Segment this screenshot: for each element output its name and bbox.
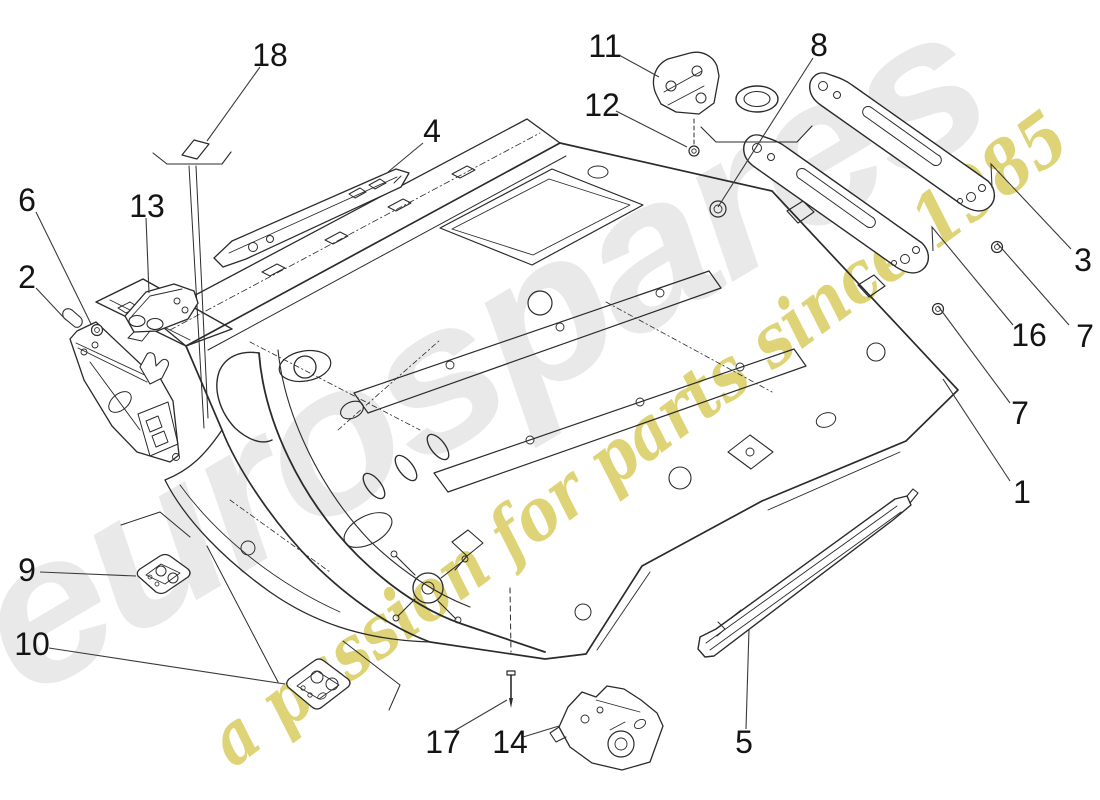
leader-7a xyxy=(996,242,1070,326)
plate-part-10 xyxy=(286,658,351,710)
chassis-artwork xyxy=(62,51,1004,771)
leader-lines xyxy=(35,54,1072,738)
nut-part-6 xyxy=(90,323,104,337)
callout-9: 9 xyxy=(18,552,36,588)
weld-dash-line xyxy=(337,339,441,431)
leader-1 xyxy=(942,378,1011,482)
edge-tab xyxy=(857,274,886,298)
shelf-recess-inner xyxy=(451,178,631,256)
tunnel-finger-slot xyxy=(426,433,450,461)
floor-hole xyxy=(668,466,692,490)
callout-1: 1 xyxy=(1013,474,1031,510)
leader-2 xyxy=(35,287,67,321)
leader-11 xyxy=(618,54,660,78)
sill-part-5 xyxy=(697,488,919,658)
tunnel-finger-slot xyxy=(362,472,386,500)
leader-10 xyxy=(48,647,286,685)
leader-18 xyxy=(206,66,261,142)
grommet-hole xyxy=(709,200,727,218)
bolt-part-7b xyxy=(931,302,945,316)
leader-6 xyxy=(35,211,92,325)
leader-7b xyxy=(937,305,1011,404)
cross-brace-part-16 xyxy=(743,134,930,274)
shelf-recess xyxy=(439,168,644,266)
leader-3 xyxy=(990,162,1072,250)
bracket-part-2 xyxy=(62,308,180,463)
floor-hole xyxy=(574,603,592,621)
leader-8 xyxy=(717,57,814,208)
bulkhead-pocket xyxy=(451,165,476,179)
bulkhead-pocket xyxy=(324,231,349,245)
edge-bracket xyxy=(727,434,774,470)
bulkhead-pocket xyxy=(387,198,412,212)
plate-part-9 xyxy=(136,553,191,595)
weld-dash-line xyxy=(169,132,541,331)
tunnel-oval-recess xyxy=(343,512,393,548)
leader-4 xyxy=(387,142,424,173)
bracket-part-14 xyxy=(549,685,664,771)
tunnel-finger-slot xyxy=(394,454,418,482)
callout-17: 17 xyxy=(425,724,461,760)
linkage-cluster xyxy=(390,529,484,624)
callout-2: 2 xyxy=(18,259,36,295)
bracket-part-11 xyxy=(652,51,720,115)
callouts: 1 2 3 4 5 6 7 7 8 9 10 11 12 13 14 16 17… xyxy=(14,27,1094,760)
bulkhead-pocket xyxy=(261,263,286,277)
bolt-part-7a xyxy=(990,240,1004,254)
floor-hole xyxy=(527,290,553,316)
grommet-part-8 xyxy=(700,85,813,143)
leader-14 xyxy=(522,725,560,738)
callout-14: 14 xyxy=(492,724,528,760)
floor-flange-lines xyxy=(596,451,901,651)
pin-part-17 xyxy=(506,587,516,708)
floor-ridge-line xyxy=(207,155,567,351)
position-connectors xyxy=(120,511,401,711)
rail-part-4 xyxy=(213,168,410,268)
leader-13 xyxy=(145,217,150,294)
grommet-hole-inner xyxy=(713,204,723,214)
clip-part-2 xyxy=(62,308,83,328)
leader-12 xyxy=(615,110,688,148)
shelf-hole xyxy=(587,165,609,179)
leader-5 xyxy=(745,628,750,730)
leader-9 xyxy=(39,571,137,577)
callout-3: 3 xyxy=(1074,242,1092,278)
cross-brace-part-3 xyxy=(809,72,996,212)
callout-16: 16 xyxy=(1011,317,1047,353)
callout-18: 18 xyxy=(252,37,288,73)
callout-8: 8 xyxy=(810,27,828,63)
callout-13: 13 xyxy=(129,188,165,224)
seat-crossmember-front xyxy=(353,270,722,414)
edge-bracket-hole xyxy=(745,447,755,457)
callout-10: 10 xyxy=(14,626,50,662)
bolt-part-12 xyxy=(688,118,700,157)
callout-7b: 7 xyxy=(1011,395,1029,431)
callout-11: 11 xyxy=(588,28,621,64)
callout-12: 12 xyxy=(584,87,620,123)
callout-5: 5 xyxy=(735,724,753,760)
floor-slot xyxy=(815,412,837,428)
edge-tab xyxy=(786,200,815,224)
callout-6: 6 xyxy=(18,182,36,218)
weld-dash-line xyxy=(249,341,421,431)
front-apron xyxy=(164,429,431,643)
seat-crossmember-rear xyxy=(433,348,807,493)
floor-hole xyxy=(866,342,886,362)
leader-17 xyxy=(453,699,508,732)
tunnel xyxy=(216,349,546,653)
bulkhead-band xyxy=(151,118,561,347)
floor-pan xyxy=(95,118,959,660)
bracket-part-13 xyxy=(124,283,199,342)
callout-4: 4 xyxy=(423,113,441,149)
floor-pan-outline xyxy=(185,142,959,660)
callout-7a: 7 xyxy=(1076,318,1094,354)
leader-16 xyxy=(931,225,1014,326)
